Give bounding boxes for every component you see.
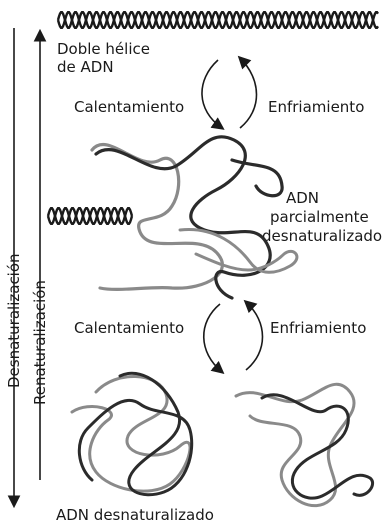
label-cooling-bottom: Enfriamiento (270, 319, 366, 337)
denatured-dna-left (72, 373, 192, 495)
axis-label-renaturation: Renaturalización (31, 280, 49, 405)
axis-label-denaturation: Desnaturalización (5, 253, 23, 388)
partially-denatured-dna (92, 137, 297, 298)
double-helix-top (58, 12, 378, 28)
label-double-helix-line1: Doble hélice (57, 40, 150, 58)
label-heating-bottom: Calentamiento (74, 319, 184, 337)
denatured-dna-right (236, 384, 373, 505)
label-partial-line1: ADN (286, 189, 319, 207)
cooling-arrow-bottom (246, 302, 263, 370)
label-denatured: ADN desnaturalizado (56, 506, 214, 524)
partial-strand-dark (96, 137, 270, 298)
label-partial-line3: desnaturalizado (262, 227, 382, 245)
label-double-helix-line2: de ADN (57, 58, 114, 76)
cooling-arrow-top (240, 58, 257, 128)
partial-strand-dark-tail (232, 160, 282, 196)
label-heating-top: Calentamiento (74, 98, 184, 116)
partial-helix-left (48, 208, 132, 224)
heating-arrow-top (202, 60, 222, 128)
denatured-right-strand-dark (262, 395, 373, 498)
label-partial-line2: parcialmente (270, 208, 369, 226)
heating-arrow-bottom (204, 304, 222, 372)
label-cooling-top: Enfriamiento (268, 98, 364, 116)
